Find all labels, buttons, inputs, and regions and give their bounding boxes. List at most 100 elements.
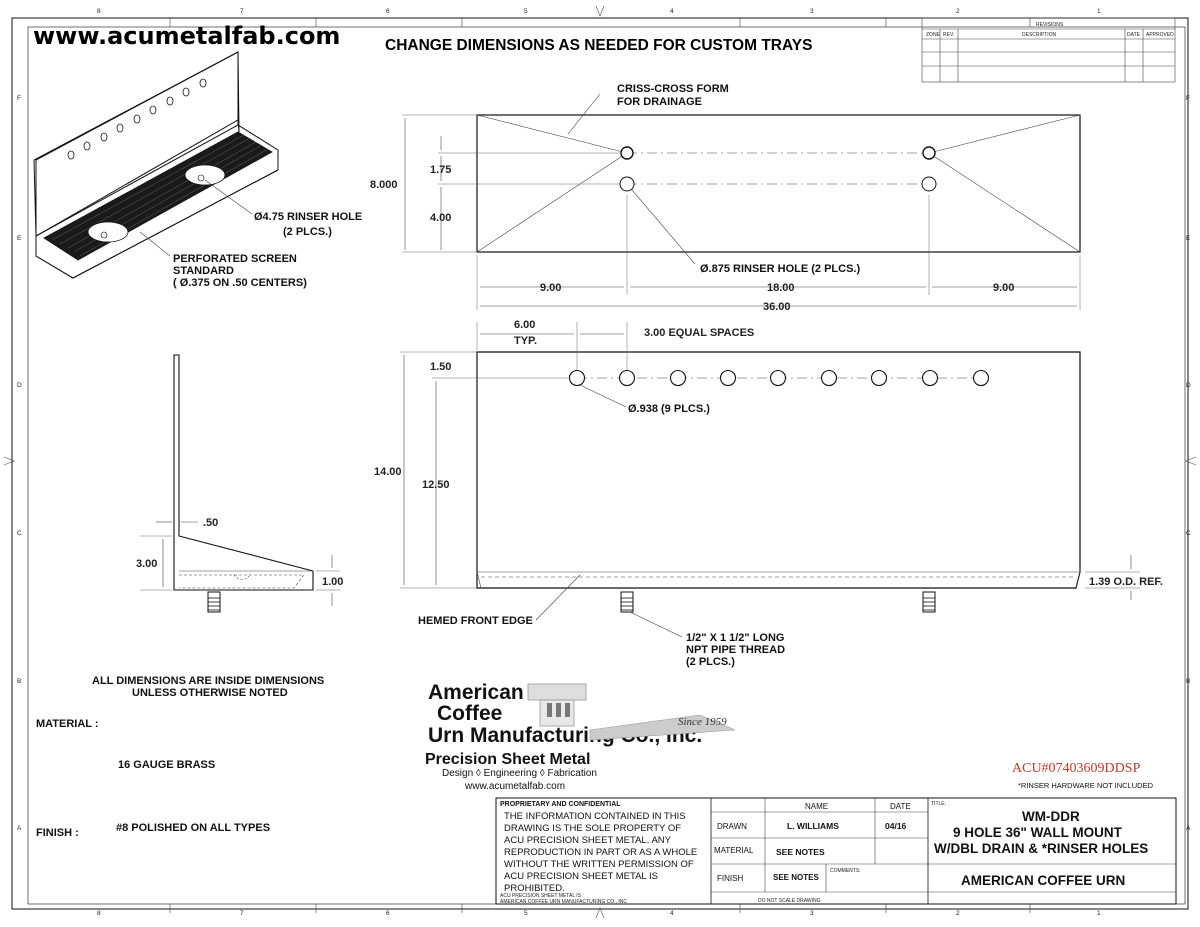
faucet-hole (820, 369, 838, 387)
rinser-hole (619, 176, 635, 192)
material-label: MATERIAL (714, 846, 754, 855)
dims-note: ALL DIMENSIONS ARE INSIDE DIMENSIONS (92, 675, 324, 687)
part-code: ACU#07403609DDSP (1012, 761, 1141, 776)
faucet-hole (182, 87, 190, 97)
title-label: TITLE: (931, 801, 946, 807)
finish-value: #8 POLISHED ON ALL TYPES (116, 822, 270, 834)
dim-overall-depth: 8.000 (370, 179, 398, 191)
top-view (402, 93, 1081, 310)
faucet-hole (83, 141, 91, 151)
urn-icon (527, 683, 736, 741)
logo-line: Coffee (437, 702, 502, 725)
proprietary-line: WITHOUT THE WRITTEN PERMISSION OF (504, 859, 694, 870)
rev-col-approved: APPROVED (1146, 32, 1174, 38)
rev-col-rev: REV. (943, 32, 954, 38)
screen-note: ( Ø.375 ON .50 CENTERS) (173, 277, 307, 289)
leader-line (631, 189, 696, 265)
col-label: 6 (386, 910, 390, 917)
footer-line: ACU PRECISION SHEET METAL IS : (500, 893, 584, 899)
side-view (140, 354, 340, 613)
leader-line (579, 384, 627, 408)
column-labels-top: 8 7 6 5 4 3 2 1 (97, 8, 1101, 15)
dim-14-00: 14.00 (374, 466, 402, 478)
logo-url: www.acumetalfab.com (464, 781, 565, 792)
company-logo: American Coffee Urn Manufacturing Co., I… (425, 681, 736, 792)
material-label: MATERIAL : (36, 718, 99, 730)
pipe-note: 1/2" X 1 1/2" LONG (686, 632, 784, 644)
rev-col-description: DESCRIPTION (1022, 32, 1057, 38)
dim-equal-spaces: 3.00 EQUAL SPACES (644, 327, 754, 339)
perforated-screen (43, 131, 273, 261)
dim-0-50: .50 (203, 517, 218, 529)
faucet-hole (568, 369, 586, 387)
proprietary-line: ACU PRECISION SHEET METAL IS (504, 871, 658, 882)
dim-typ: TYP. (514, 335, 537, 347)
comments-label: COMMENTS: (830, 868, 861, 874)
front-view (400, 322, 1140, 638)
isometric-view (33, 51, 279, 279)
logo-since: Since 1959 (678, 716, 727, 728)
faucet-hole (166, 96, 174, 106)
company-name: AMERICAN COFFEE URN (961, 873, 1125, 888)
drawing-title: W/DBL DRAIN & *RINSER HOLES (934, 841, 1148, 856)
row-label: C (1186, 530, 1191, 537)
drain-hole (922, 146, 936, 160)
col-label: 6 (386, 8, 390, 15)
leader-line (204, 179, 253, 215)
faucet-hole (870, 369, 888, 387)
col-label: 8 (97, 910, 101, 917)
faucet-hole (769, 369, 787, 387)
logo-line: American (428, 681, 524, 704)
col-label: 8 (97, 8, 101, 15)
proprietary-text: THE INFORMATION CONTAINED IN THIS DRAWIN… (504, 811, 697, 894)
row-label: F (1186, 95, 1190, 102)
faucet-hole (921, 369, 939, 387)
hem-note: HEMED FRONT EDGE (418, 615, 533, 627)
dim-1-75: 1.75 (430, 164, 451, 176)
row-label: A (1186, 825, 1191, 832)
headline: CHANGE DIMENSIONS AS NEEDED FOR CUSTOM T… (385, 37, 812, 54)
dim-1-50: 1.50 (430, 361, 451, 373)
website-url: www.acumetalfab.com (33, 22, 340, 50)
rinser-hole (184, 164, 226, 186)
logo-services: Design ◊ Engineering ◊ Fabrication (442, 768, 597, 779)
material-value: 16 GAUGE BRASS (118, 759, 215, 771)
form-note: FOR DRAINAGE (617, 96, 702, 108)
drawn-label: DRAWN (717, 822, 747, 831)
col-label: 5 (524, 910, 528, 917)
screen-note: PERFORATED SCREEN (173, 253, 297, 265)
revisions-table: REVISIONS ZONE REV. DESCRIPTION DATE APP… (921, 17, 1176, 83)
rinser-note: Ø4.75 RINSER HOLE (254, 211, 362, 223)
leader-line (139, 231, 171, 257)
name-header: NAME (805, 802, 828, 811)
faucet-hole (100, 132, 108, 142)
col-label: 4 (670, 8, 674, 15)
row-label: D (17, 382, 22, 389)
proprietary-line: DRAWING IS THE SOLE PROPERTY OF (504, 823, 681, 834)
row-label: B (1186, 678, 1190, 685)
no-scale-note: DO NOT SCALE DRAWING (758, 898, 821, 904)
faucet-hole (116, 123, 124, 133)
faucet-hole (67, 150, 75, 160)
leader-line (567, 93, 601, 135)
finish-label: FINISH (717, 874, 743, 883)
dim-1-00: 1.00 (322, 576, 343, 588)
col-label: 2 (956, 910, 960, 917)
leader-line (535, 574, 581, 621)
row-label: F (17, 95, 21, 102)
material-value: SEE NOTES (776, 847, 825, 857)
faucet-hole (618, 369, 636, 387)
faucet-hole (669, 369, 687, 387)
rinser-note: (2 PLCS.) (283, 226, 332, 238)
row-labels: F E D C B A F E D C B A (17, 95, 1191, 832)
date-header: DATE (890, 802, 911, 811)
drain-hole (620, 146, 634, 160)
pipe-note: NPT PIPE THREAD (686, 644, 785, 656)
row-label: E (17, 235, 22, 242)
column-labels-bottom: 8 7 6 5 4 3 2 1 (97, 910, 1101, 917)
faucet-hole (149, 105, 157, 115)
rinser-hole-note: Ø.875 RINSER HOLE (2 PLCS.) (700, 263, 860, 275)
dim-9-right: 9.00 (993, 282, 1014, 294)
proprietary-title: PROPRIETARY AND CONFIDENTIAL (500, 801, 621, 808)
